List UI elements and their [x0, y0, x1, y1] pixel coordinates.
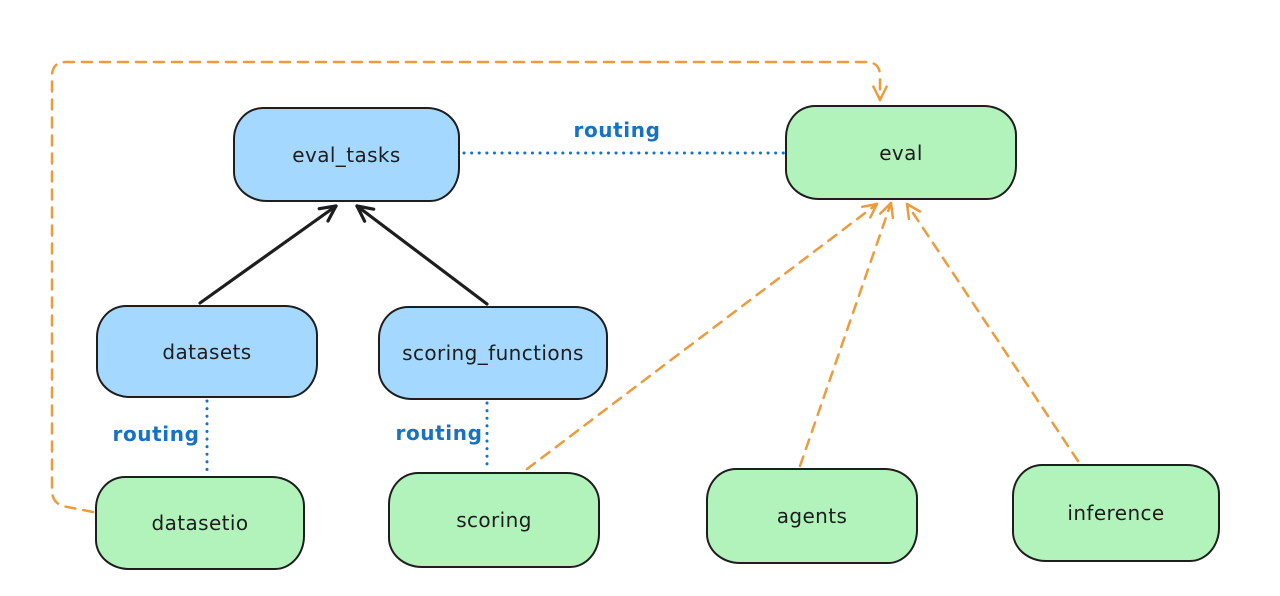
edge-inference-to-eval: [905, 202, 1080, 463]
arrowhead-agents-to-eval: [879, 201, 893, 215]
arrowhead-datasetio-to-eval: [872, 85, 882, 102]
arrowhead-inference-to-eval: [905, 202, 922, 213]
arrowhead-inference-to-eval: [905, 202, 911, 221]
edge-scoring_functions-to-eval_tasks: [355, 204, 489, 306]
edge-label-routing-scoring: routing: [395, 421, 483, 445]
arrowhead-scoring_functions-to-eval_tasks: [355, 204, 367, 223]
node-label: scoring: [456, 508, 532, 532]
node-label: inference: [1067, 501, 1165, 525]
edge-label-routing-top: routing: [573, 118, 661, 142]
arrowhead-scoring-to-eval: [861, 202, 879, 209]
arrowhead-datasets-to-eval_tasks: [326, 204, 338, 223]
node-scoring_functions: scoring_functions: [378, 306, 608, 400]
node-label: datasets: [162, 339, 252, 364]
node-datasetio: datasetio: [95, 476, 305, 570]
node-scoring: scoring: [388, 472, 600, 568]
node-datasets: datasets: [96, 305, 318, 398]
edge-datasetio-to-eval: [50, 60, 882, 514]
node-label: eval_tasks: [292, 142, 401, 167]
edge-label-routing-datasets: routing: [112, 422, 200, 446]
arrowhead-scoring-to-eval: [869, 202, 879, 219]
edge-datasets-to-eval_tasks: [198, 204, 338, 305]
arrowhead-datasets-to-eval_tasks: [317, 204, 338, 211]
node-label: eval: [879, 140, 923, 165]
edge-scoring-to-eval: [525, 202, 879, 471]
node-agents: agents: [706, 468, 918, 564]
arrowhead-datasetio-to-eval: [878, 85, 888, 102]
node-label: agents: [776, 504, 848, 528]
arrowhead-scoring_functions-to-eval_tasks: [355, 204, 376, 211]
arrowhead-agents-to-eval: [889, 201, 895, 220]
node-eval: eval: [785, 105, 1017, 200]
node-label: scoring_functions: [402, 341, 584, 365]
node-inference: inference: [1012, 464, 1220, 562]
node-label: datasetio: [151, 511, 249, 535]
node-eval_tasks: eval_tasks: [233, 107, 460, 202]
edge-agents-to-eval: [798, 201, 893, 468]
